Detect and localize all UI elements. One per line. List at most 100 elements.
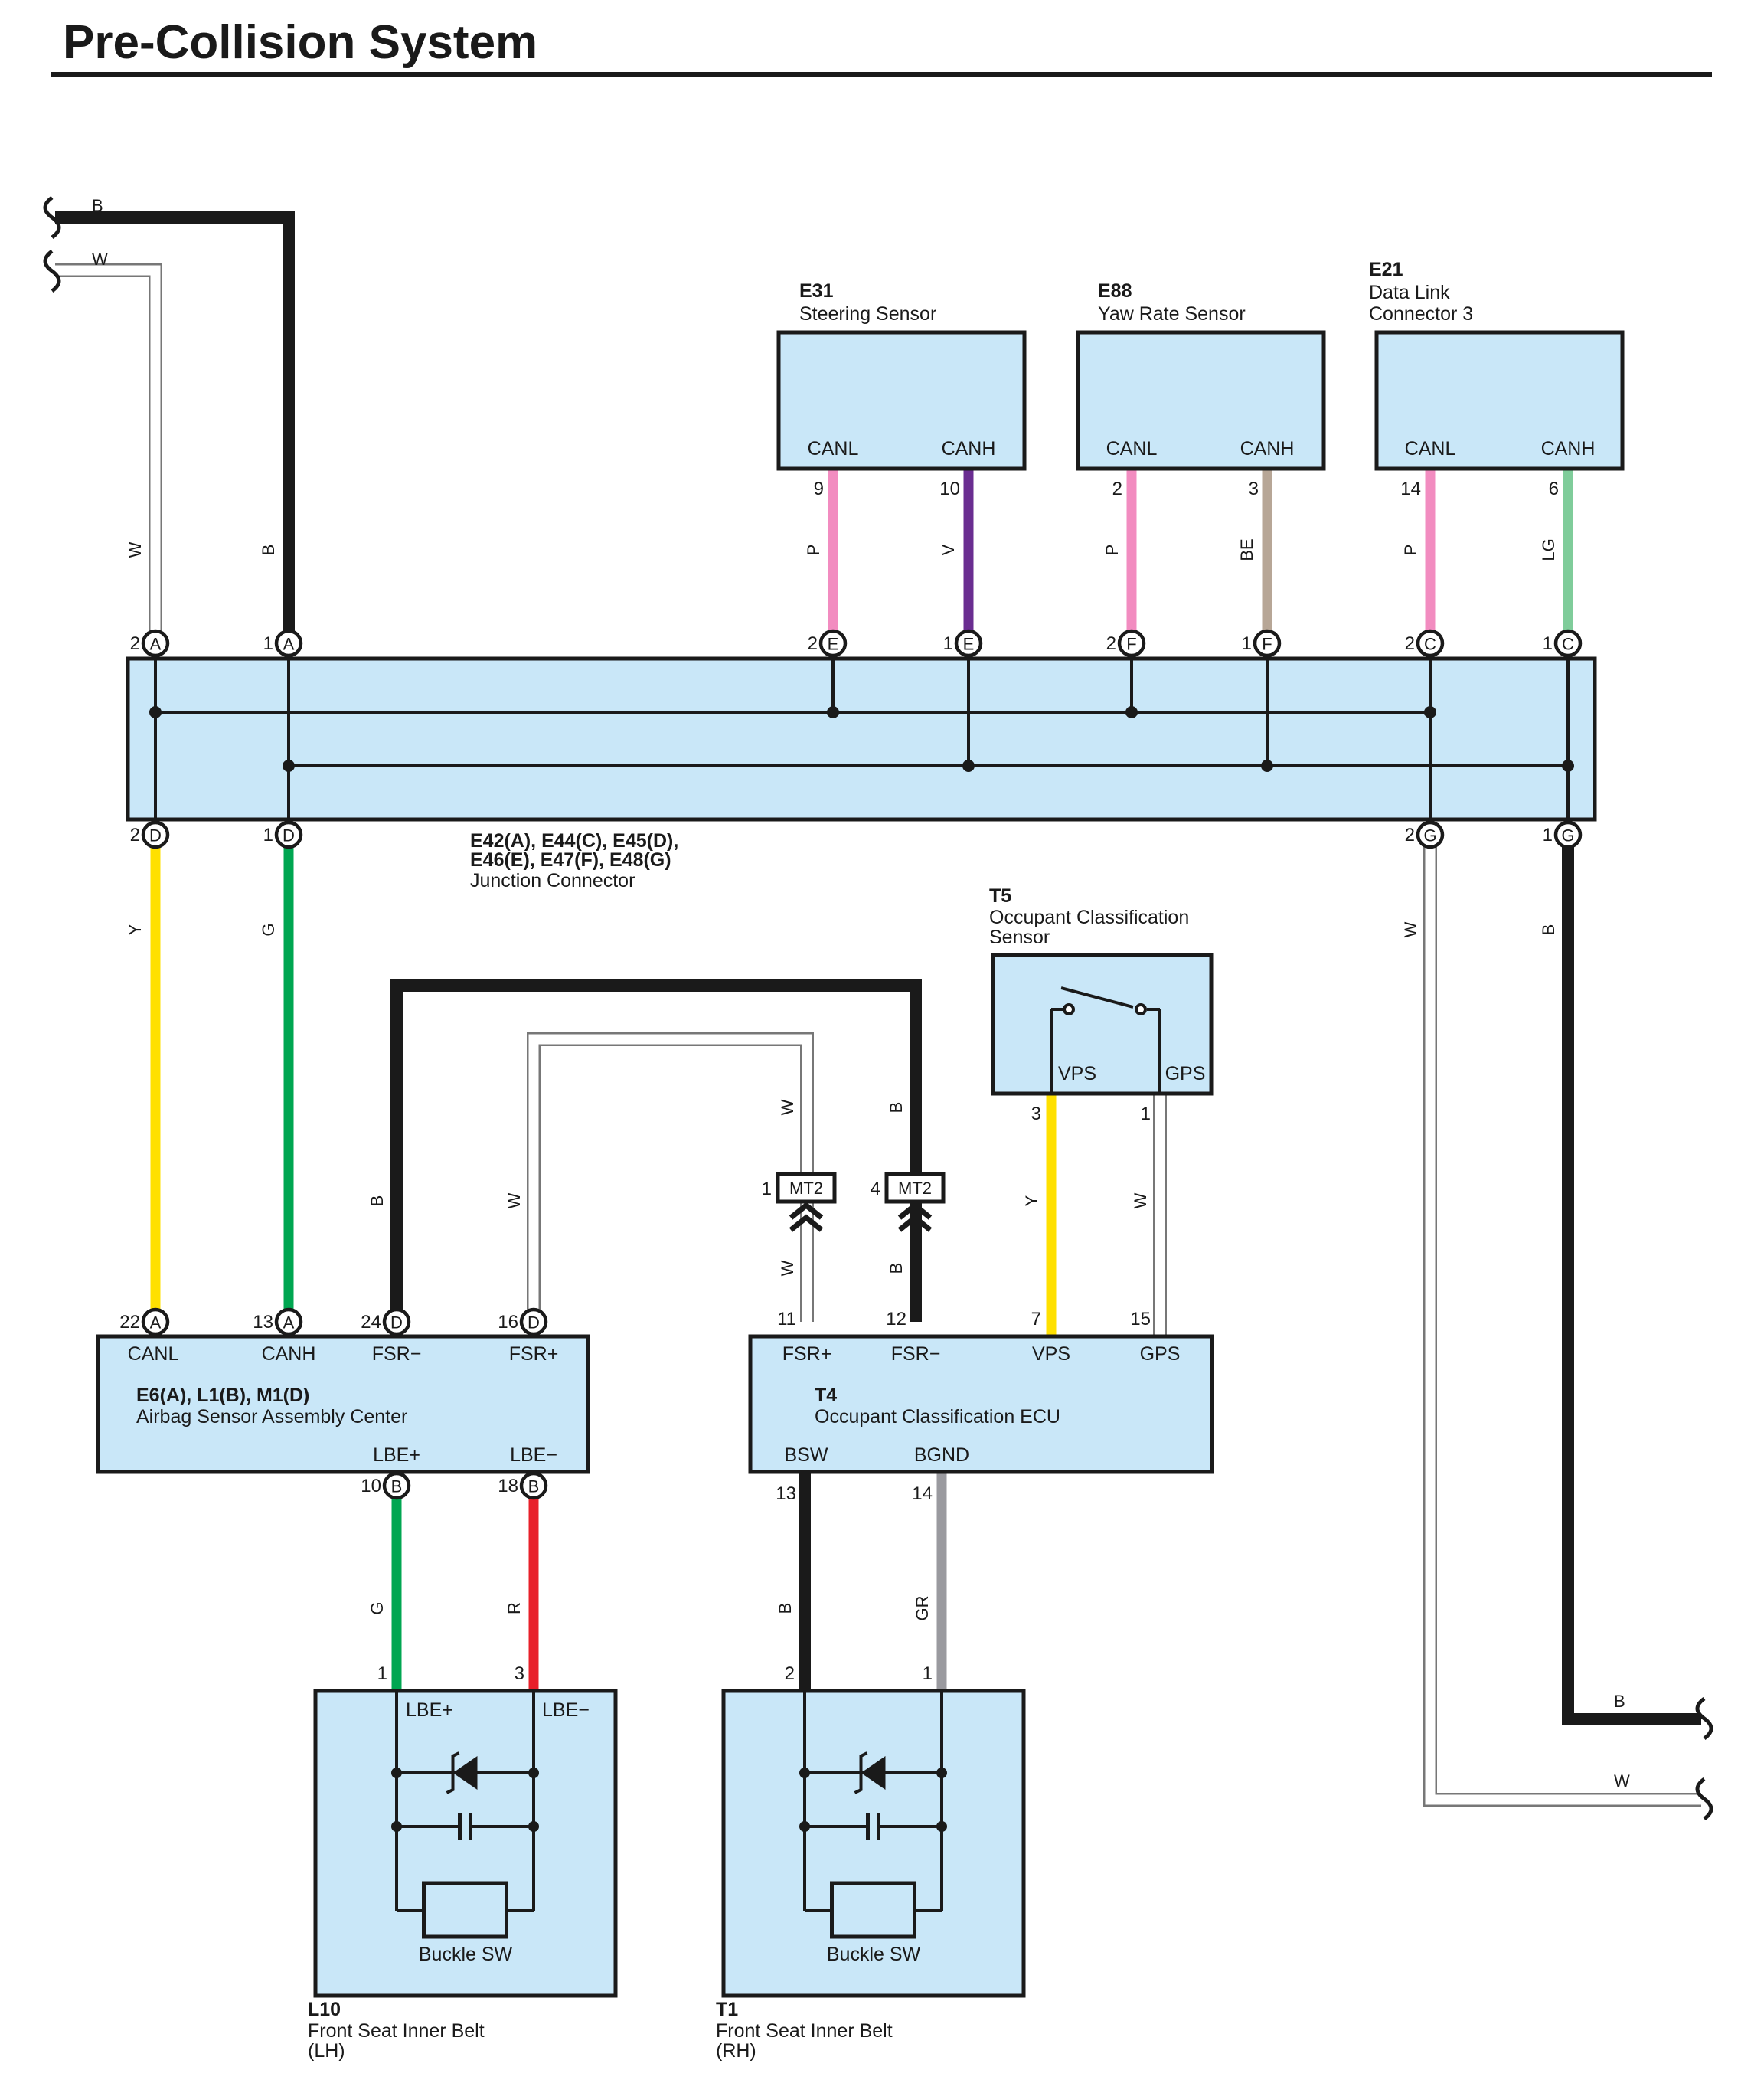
wire-label: Y [1022, 1195, 1041, 1206]
wire-b-output [1562, 835, 1701, 1725]
wire-label: B [1614, 1692, 1625, 1711]
wire-label: W [1614, 1771, 1630, 1790]
wire-label: W [1131, 1192, 1150, 1208]
pin-letter: C [1424, 635, 1436, 654]
connector-pin: G2 [1405, 820, 1445, 849]
switch-contact [1135, 1003, 1147, 1015]
pin-label: FSR− [372, 1343, 422, 1365]
break-mark [43, 249, 61, 293]
connector-pin: F1 [1242, 629, 1282, 658]
mt2-connector-1: 1 MT2 [762, 1172, 837, 1232]
pin-circle [519, 1307, 548, 1336]
pin-number: 22 [119, 1312, 140, 1333]
connector-pin: C1 [1543, 629, 1583, 658]
wire-label: P [1102, 545, 1122, 556]
pin-letter: D [149, 826, 162, 845]
component-code: E21 [1369, 259, 1403, 280]
pin-label-vps: VPS [1058, 1063, 1096, 1084]
belt-circuit [799, 1691, 947, 1939]
pin-circle [1253, 629, 1282, 658]
component-name: Airbag Sensor Assembly Center [136, 1406, 407, 1427]
component-code: E88 [1098, 280, 1132, 302]
component-code: T1 [716, 1999, 738, 2020]
pin-label: BGND [914, 1444, 969, 1466]
pin-circle [1117, 629, 1146, 658]
buckle-switch-label: Buckle SW [827, 1944, 921, 1965]
component-box [1374, 330, 1625, 471]
pin-number: 14 [1400, 479, 1421, 499]
component-code: T4 [815, 1385, 837, 1406]
junction-node [1562, 760, 1574, 772]
pin-number: 15 [1130, 1309, 1151, 1329]
pin-number: 13 [253, 1312, 273, 1333]
connector-pin: E1 [943, 629, 983, 658]
component-box [126, 656, 1597, 822]
pin-number: 2 [130, 825, 140, 845]
pin-number: 1 [762, 1179, 772, 1199]
component-name-line1: Occupant Classification [989, 907, 1189, 928]
wire-label: B [887, 1263, 906, 1274]
circuit-node [936, 1821, 947, 1832]
wire-label: B [92, 196, 103, 215]
circuit-node [391, 1768, 402, 1778]
pin-number: 2 [1405, 825, 1415, 845]
buckle-switch-icon [830, 1881, 916, 1939]
pin-circle [519, 1471, 548, 1500]
wire-label: GR [913, 1596, 932, 1621]
wire-label: W [778, 1099, 797, 1115]
component-name-line2: Sensor [989, 927, 1050, 948]
connector-pin: A 13 [253, 1307, 303, 1336]
connector-pin: B18 [498, 1471, 548, 1500]
connector-label: MT2 [898, 1179, 932, 1198]
pin-circle [274, 629, 303, 658]
pin-label: CANL [128, 1343, 179, 1365]
connector-pin: D1 [263, 820, 303, 849]
pin-label-gps: GPS [1165, 1063, 1206, 1084]
wire-label: LG [1539, 538, 1558, 561]
circuit-node [528, 1821, 539, 1832]
pin-number: 10 [939, 479, 960, 499]
junction-node [1261, 760, 1273, 772]
pin-number: 14 [912, 1483, 933, 1504]
wire-label: W [778, 1260, 797, 1276]
pin-number: 10 [361, 1476, 381, 1496]
pin-number: 2 [1112, 479, 1122, 499]
junction-code-line1: E42(A), E44(C), E45(D), [470, 830, 678, 852]
pin-letter: D [390, 1313, 403, 1333]
connector-box [776, 1172, 837, 1204]
wire-label: B [368, 1195, 387, 1207]
pin-label: GPS [1140, 1343, 1181, 1365]
zener-bar [446, 1751, 460, 1794]
component-box [721, 1689, 1026, 1998]
junction-connector: E42(A), E44(C), E45(D), E46(E), E47(F), … [126, 629, 1597, 891]
pin-circle [954, 629, 983, 658]
component-code: E6(A), L1(B), M1(D) [136, 1385, 309, 1406]
pin-letter: A [283, 1313, 295, 1333]
pin-number: 3 [514, 1663, 524, 1684]
pin-label: VPS [1032, 1343, 1070, 1365]
pin-number: 2 [130, 633, 140, 654]
break-mark [1695, 1777, 1713, 1821]
component-name-line1: Data Link [1369, 282, 1450, 303]
occupant-classification-sensor: T5 Occupant Classification Sensor VPS GP… [989, 885, 1214, 1124]
pin-circle [382, 1471, 411, 1500]
component-name: Front Seat Inner Belt [716, 2020, 893, 2042]
switch-contact [1063, 1003, 1075, 1015]
connector-pin: E2 [808, 629, 848, 658]
belt-circuit [391, 1691, 539, 1939]
wire-label: P [804, 545, 823, 556]
wires [55, 211, 1701, 1807]
connector-pin: A1 [263, 629, 303, 658]
pin-number: 1 [1242, 633, 1252, 654]
wire-label: P [1401, 545, 1420, 556]
wire-label: B [776, 1603, 795, 1614]
zener-diode-icon [452, 1756, 478, 1790]
junction-code-line2: E46(E), E47(F), E48(G) [470, 849, 671, 871]
wire-b-input [55, 211, 295, 642]
pin-number: 3 [1249, 479, 1259, 499]
pin-letter: B [391, 1477, 403, 1496]
component-box [96, 1334, 590, 1474]
component-code: T5 [989, 885, 1011, 907]
pin-circle [141, 820, 170, 849]
circuit-node [799, 1768, 810, 1778]
